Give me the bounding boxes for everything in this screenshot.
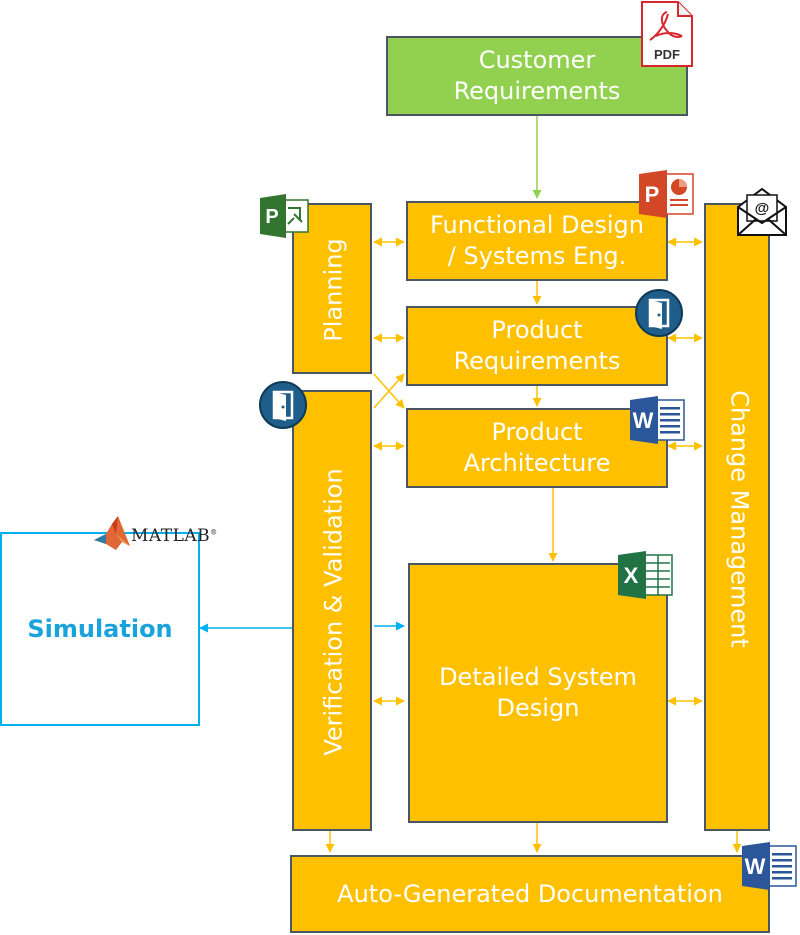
planning-label: Planning [319,238,348,342]
customer-requirements-block: Customer Requirements [386,36,688,116]
email-icon-at: @ [755,200,770,217]
simulation-label: Simulation [27,614,173,643]
simulation-block: Simulation [0,532,200,726]
customer-requirements-label: Customer Requirements [453,46,621,105]
arrow-vv-product-req [373,373,405,409]
verification-validation-label: Verification & Validation [319,468,348,756]
verification-validation-block: Verification & Validation [292,390,372,831]
detailed-system-design-label: Detailed System Design [439,663,637,722]
functional-design-block: Functional Design / Systems Eng. [406,201,668,281]
product-architecture-label: Product Architecture [463,418,611,477]
matlab-logo-label: MATLAB® [131,526,218,546]
word-icon-letter-doc: W [745,854,766,879]
pdf-icon: PDF [641,1,693,67]
email-icon: @ [737,187,787,236]
pdf-icon-label: PDF [654,47,680,62]
auto-documentation-label: Auto-Generated Documentation [337,879,723,908]
project-icon: P [260,194,309,238]
matlab-logo-icon [94,516,130,550]
auto-documentation-block: Auto-Generated Documentation [290,855,770,933]
word-icon-documentation: W [742,842,797,890]
word-icon-letter: W [633,408,654,433]
excel-icon-letter: X [624,563,639,588]
project-icon-letter: P [265,206,278,228]
change-management-label: Change Management [725,390,754,648]
functional-design-label: Functional Design / Systems Eng. [430,211,644,270]
product-requirements-label: Product Requirements [453,316,621,375]
product-architecture-block: Product Architecture [406,408,668,488]
word-icon-architecture: W [630,396,685,444]
matlab-logo-text: MATLAB [131,526,211,546]
powerpoint-icon-letter: P [645,182,660,207]
detailed-system-design-block: Detailed System Design [408,563,668,823]
excel-icon: X [618,551,673,599]
product-requirements-block: Product Requirements [406,306,668,386]
door-icon-product-requirements [635,289,683,337]
powerpoint-icon: P [639,170,694,218]
change-management-block: Change Management [704,203,770,831]
door-icon-verification [259,381,307,429]
